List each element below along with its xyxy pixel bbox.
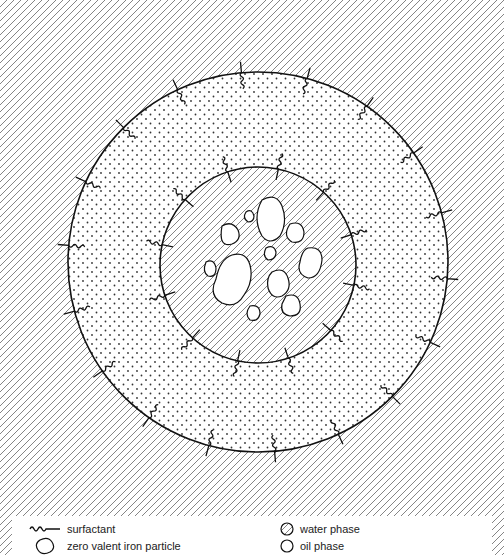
surfactant [415,334,441,348]
surfactant [149,290,176,301]
surfactant-molecule [172,79,186,105]
surfactant-molecule [426,209,453,219]
surfactant-layer [58,62,459,463]
legend-symbols [12,516,492,555]
surfactant-molecule [172,188,194,208]
iron-particles [204,197,322,320]
surfactant-molecule [400,145,424,163]
surfactant-molecule [275,153,284,180]
surfactant [322,322,344,342]
surfactant [272,435,277,462]
surfactant [233,350,242,377]
surfactant [63,306,90,316]
iron-particle [286,223,304,242]
iron-particle [221,224,239,245]
surfactant-molecule [322,322,344,342]
iron-particle-symbol [36,538,53,553]
surfactant-molecule [233,350,242,377]
iron-particle [299,248,322,278]
surfactant-molecule [315,179,335,201]
surfactant [340,228,367,239]
surfactant-molecule [415,334,441,348]
oil-droplet-fill [68,72,448,452]
surfactant [146,240,173,249]
oil-phase-symbol [281,540,293,552]
legend-text: oil phase [297,539,347,553]
surfactant [380,384,401,405]
surfactant-molecule [146,240,173,249]
surfactant-molecule [283,347,294,374]
surfactant-molecule [302,67,312,94]
surfactant [330,419,344,445]
surfactant [400,145,424,163]
water-phase-symbol [281,523,293,535]
surfactant-molecule [92,361,116,379]
surfactant-molecule [330,419,344,445]
surfactant [275,153,284,180]
surfactant [181,329,201,351]
surfactant-molecule [63,306,90,316]
surfactant-molecule [149,290,176,301]
iron-particle [268,270,290,297]
legend-ground [12,516,492,555]
surfactant-molecule [115,119,136,140]
surfactant-molecule [380,384,401,405]
iron-particle [257,197,285,241]
legend-text: surfactant [64,522,118,536]
surfactant [92,361,116,379]
surfactant-symbol [30,527,60,531]
surfactant [75,176,101,190]
surfactant-molecule [58,243,85,248]
surfactant [343,282,370,291]
surfactant [357,96,375,120]
surfactant [431,276,458,281]
iron-particle [204,261,216,276]
surfactant [315,179,335,201]
iron-particle [213,254,251,305]
surfactant [283,347,294,374]
oil-droplet [68,72,448,452]
surfactant-molecule [340,228,367,239]
inner-water-fill [160,167,356,363]
surfactant-molecule [205,430,215,457]
inner-water-droplet [160,167,356,363]
surfactant [426,209,453,219]
iron-particle [244,211,254,222]
surfactant-molecule [239,62,244,89]
surfactant-molecule [357,96,375,120]
surfactant [115,119,136,140]
iron-particle [282,295,301,316]
surfactant-molecule [272,435,277,462]
surfactant-molecule [75,176,101,190]
surfactant [141,404,159,428]
surfactant-molecule [141,404,159,428]
iron-particle [247,306,260,321]
surfactant-molecule [343,282,370,291]
surfactant [221,156,232,183]
legend-text: water phase [297,522,363,536]
legend-text: zero valent iron particle [64,539,184,553]
iron-particle [264,247,276,260]
surfactant-molecule [221,156,232,183]
surfactant [58,243,85,248]
surfactant [172,188,194,208]
surfactant [302,67,312,94]
surfactant [239,62,244,89]
surfactant-molecule [181,329,201,351]
surfactant [205,430,215,457]
surfactant-molecule [431,276,458,281]
surfactant [172,79,186,105]
